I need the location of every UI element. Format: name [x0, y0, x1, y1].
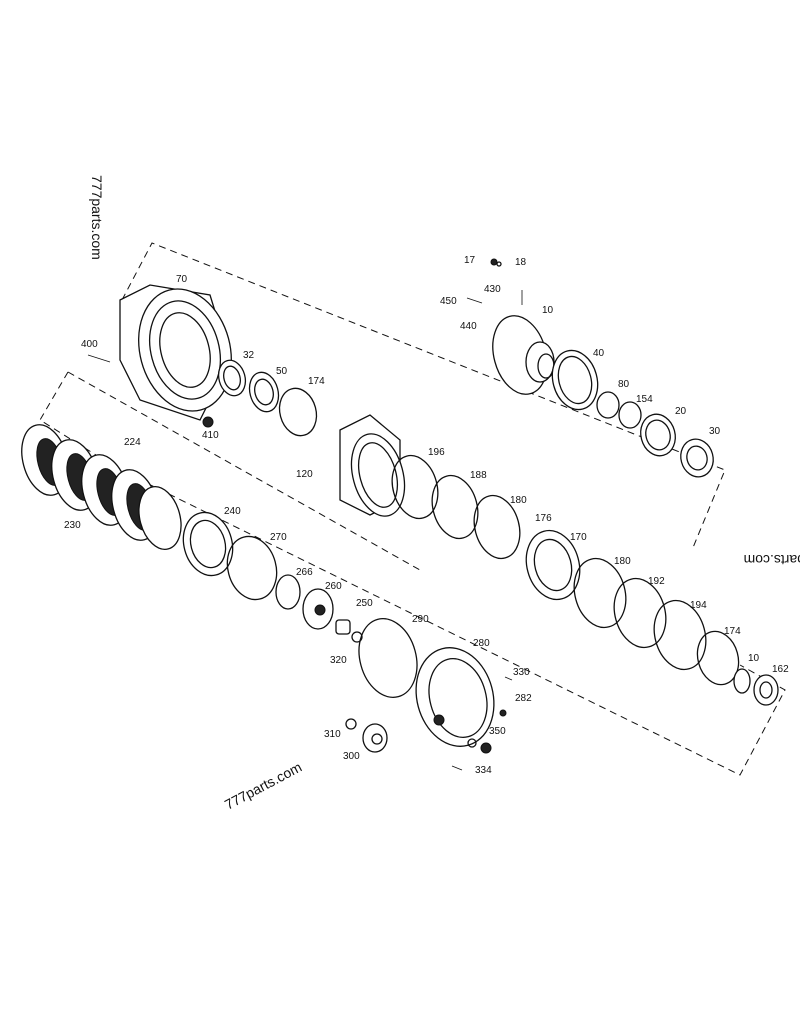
label-176: 176	[535, 513, 552, 524]
drum-120	[339, 414, 406, 517]
label-430: 430	[484, 284, 501, 295]
label-174-b: 174	[724, 626, 741, 637]
label-20: 20	[675, 406, 687, 417]
label-350: 350	[489, 726, 506, 737]
bolt-400	[87, 354, 111, 363]
part-450-430	[466, 297, 483, 304]
label-196: 196	[428, 447, 445, 458]
watermark-bottom: 777parts.com	[222, 759, 304, 813]
label-180-b: 180	[614, 556, 631, 567]
lower-assembly-outline-2	[67, 371, 421, 571]
label-334: 334	[475, 765, 492, 776]
upper-assembly-outline	[121, 242, 726, 551]
label-240: 240	[224, 506, 241, 517]
label-410: 410	[202, 430, 219, 441]
part-18	[496, 261, 502, 267]
middle-rings	[391, 454, 779, 706]
label-40: 40	[593, 348, 605, 359]
label-162: 162	[772, 664, 789, 675]
bearings-32-50	[217, 359, 318, 437]
label-17: 17	[464, 255, 476, 266]
label-266: 266	[296, 567, 313, 578]
upper-rings	[551, 349, 714, 478]
label-290: 290	[412, 614, 429, 625]
label-180: 180	[510, 495, 527, 506]
label-250: 250	[356, 598, 373, 609]
label-320: 320	[330, 655, 347, 666]
label-32: 32	[243, 350, 255, 361]
label-70: 70	[176, 274, 188, 285]
label-330: 330	[513, 667, 530, 678]
label-80: 80	[618, 379, 630, 390]
lower-parts	[182, 511, 513, 771]
label-230: 230	[64, 520, 81, 531]
label-50: 50	[276, 366, 288, 377]
watermark-vertical: 777parts.com	[89, 175, 105, 260]
label-120: 120	[296, 469, 313, 480]
label-440: 440	[460, 321, 477, 332]
part-labels: 70 32 50 174 400 410 17 18 430 450 440 1…	[64, 255, 789, 776]
label-270: 270	[270, 532, 287, 543]
label-154: 154	[636, 394, 653, 405]
lower-assembly-outline	[39, 371, 786, 776]
label-10: 10	[542, 305, 554, 316]
label-170: 170	[570, 532, 587, 543]
label-10-b: 10	[748, 653, 760, 664]
part-17	[490, 258, 498, 266]
label-450: 450	[440, 296, 457, 307]
label-310: 310	[324, 729, 341, 740]
housing-70	[119, 284, 232, 421]
label-188: 188	[470, 470, 487, 481]
clutch-plates	[21, 424, 182, 550]
hub-10	[492, 290, 555, 395]
label-224: 224	[124, 437, 141, 448]
watermark-right: parts.com	[744, 552, 800, 568]
label-280: 280	[473, 638, 490, 649]
label-174: 174	[308, 376, 325, 387]
label-400: 400	[81, 339, 98, 350]
label-300: 300	[343, 751, 360, 762]
label-282: 282	[515, 693, 532, 704]
label-18: 18	[515, 257, 527, 268]
nut-410	[202, 416, 214, 428]
label-260: 260	[325, 581, 342, 592]
label-194: 194	[690, 600, 707, 611]
label-192: 192	[648, 576, 665, 587]
label-30: 30	[709, 426, 721, 437]
